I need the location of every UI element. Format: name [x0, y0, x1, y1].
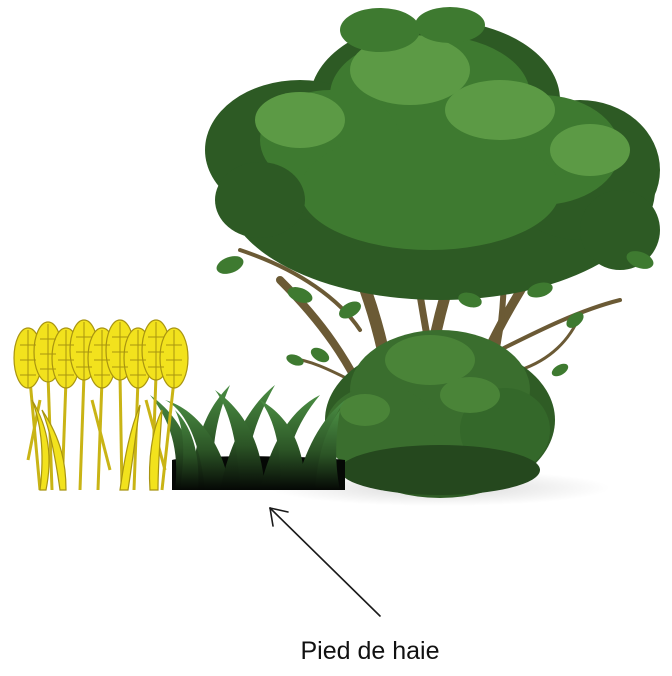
annotation-label: Pied de haie: [250, 636, 490, 666]
grass-tuft-icon: [150, 385, 345, 490]
shrub-icon: [325, 330, 555, 498]
arrow-icon: [270, 508, 380, 616]
